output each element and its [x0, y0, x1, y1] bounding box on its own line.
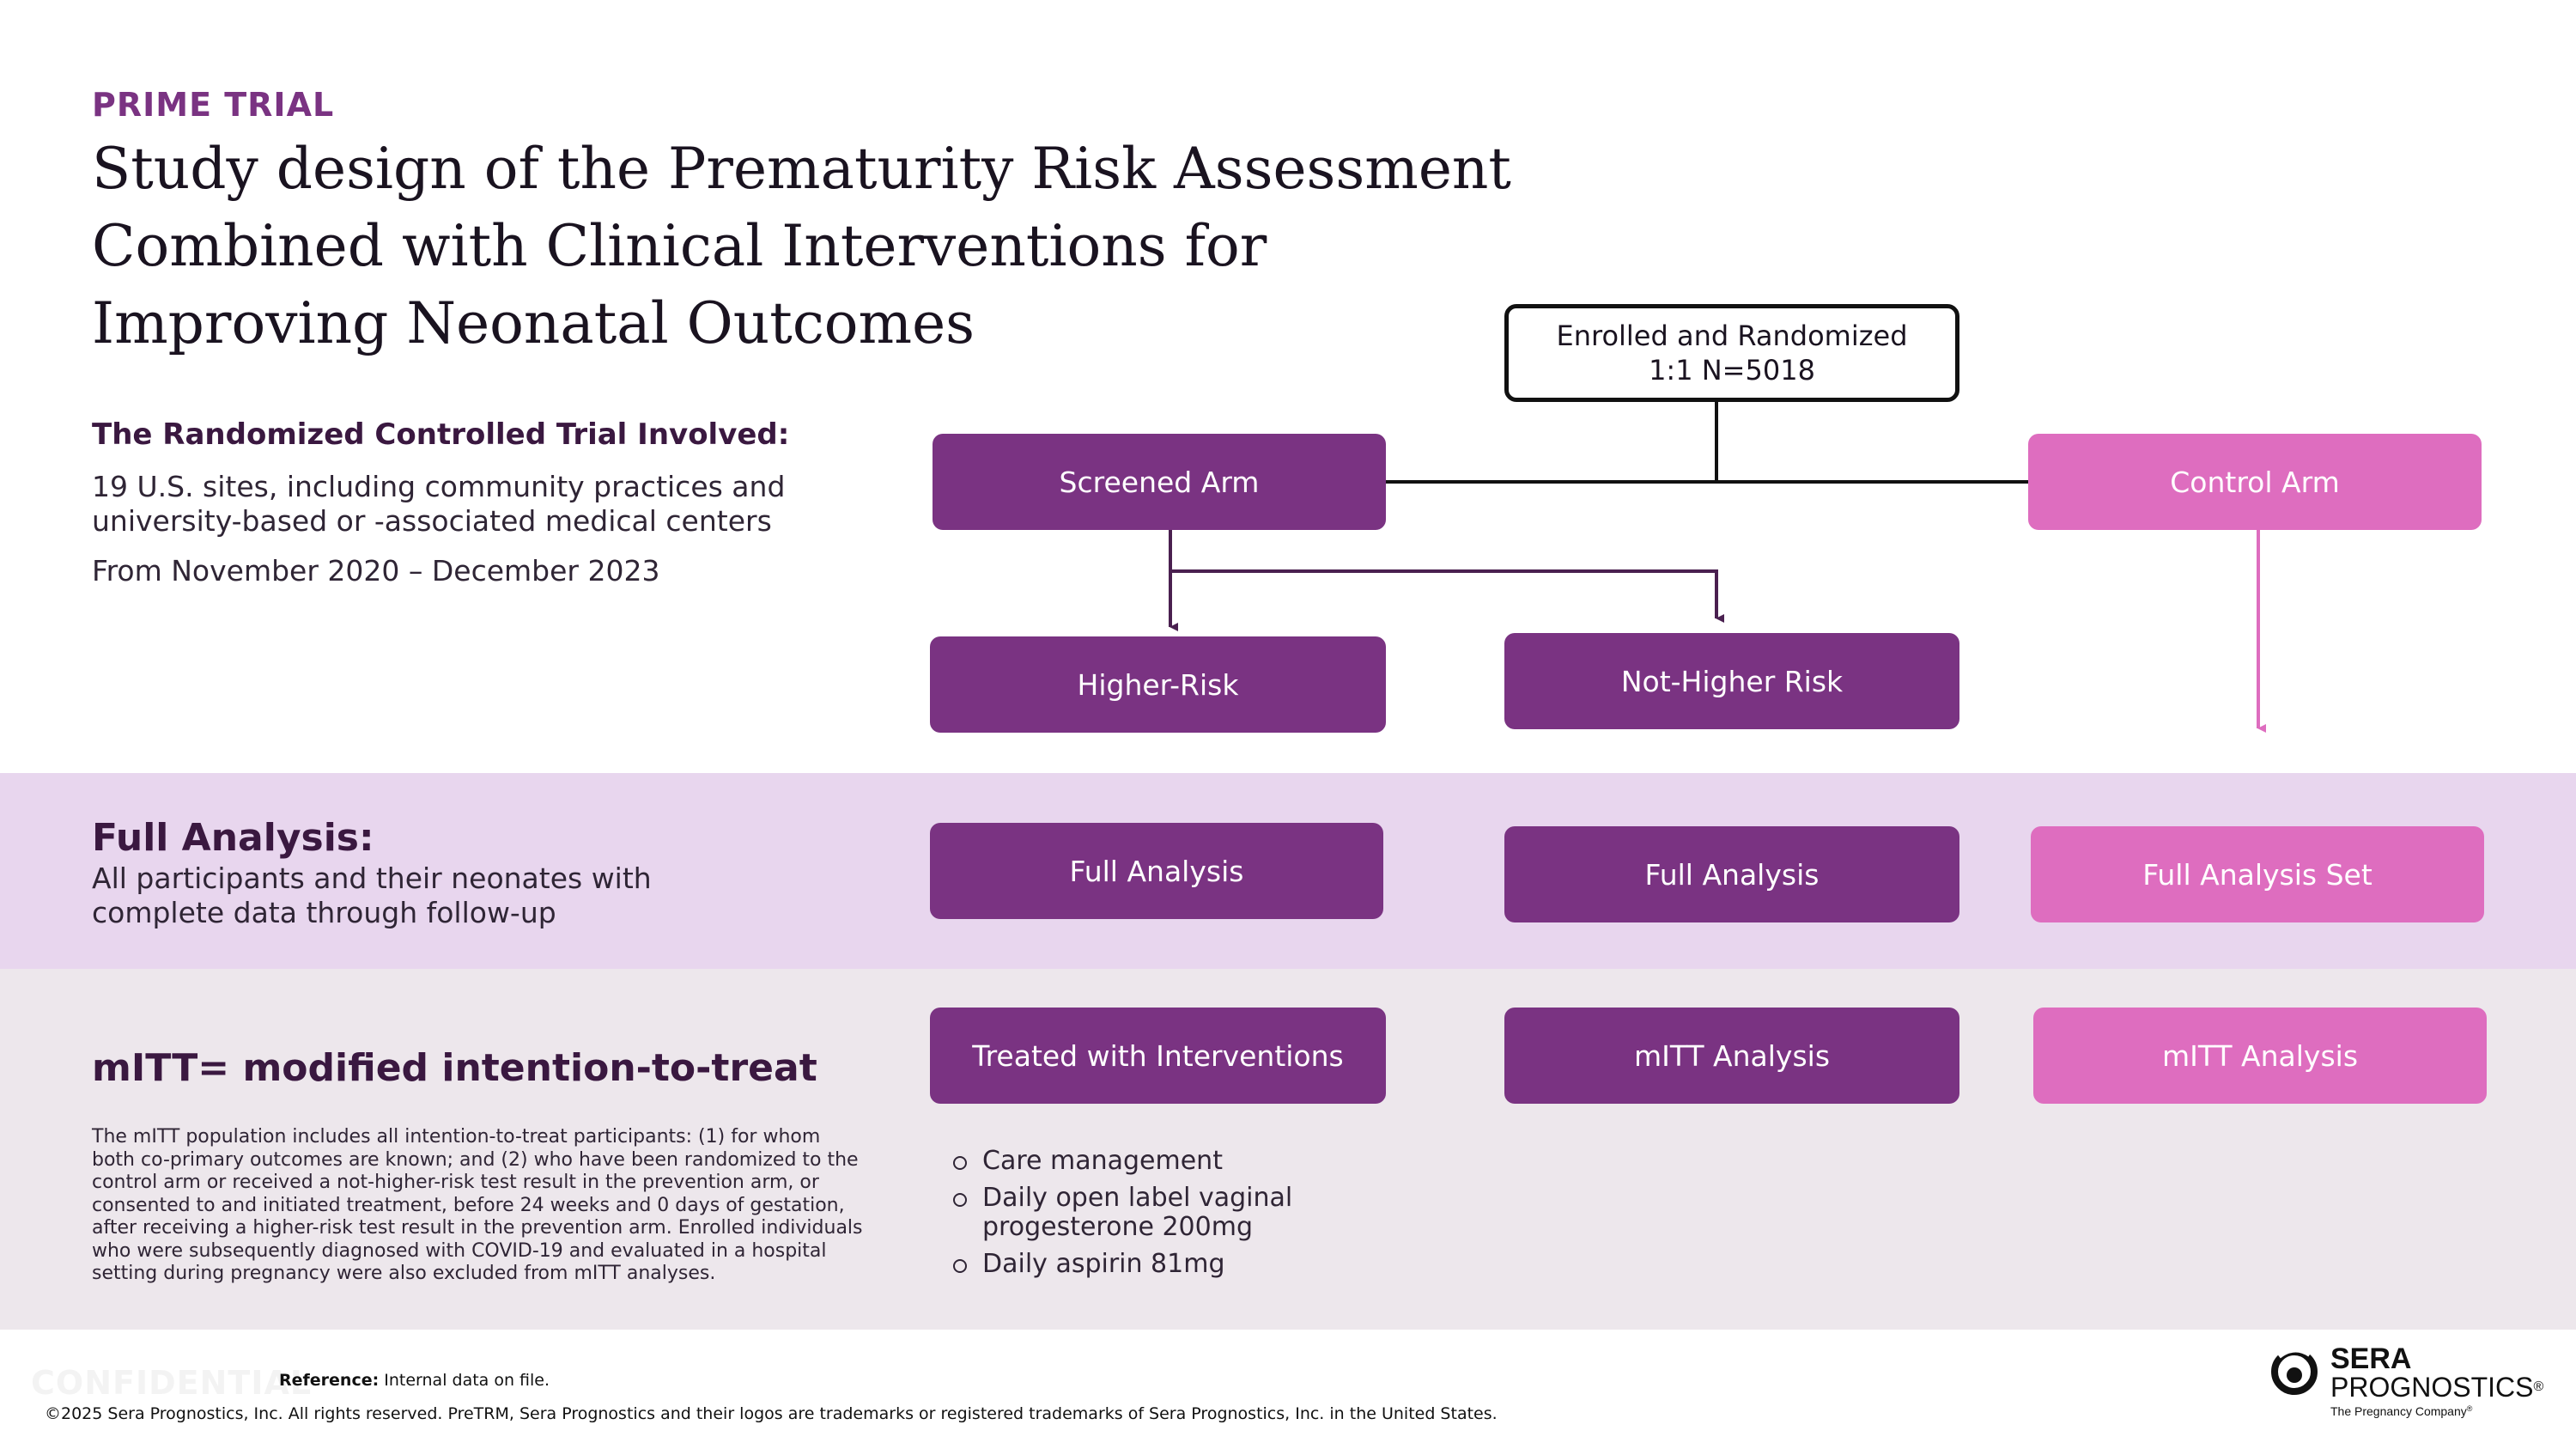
confidential-watermark: CONFIDENTIAL — [31, 1364, 313, 1402]
list-item: Care management — [953, 1147, 1434, 1176]
mitt-analysis-box: mITT Analysis — [1504, 1008, 1959, 1104]
mitt-description: The mITT population includes all intenti… — [92, 1126, 863, 1284]
interventions-list: Care management Daily open label vaginal… — [953, 1147, 1434, 1287]
logo-line1: SERA — [2330, 1342, 2412, 1375]
higher-risk-box: Higher-Risk — [930, 636, 1386, 733]
screened-arm-box: Screened Arm — [933, 434, 1386, 530]
trial-sites: 19 U.S. sites, including community pract… — [92, 470, 786, 538]
list-item: Daily open label vaginal progesterone 20… — [953, 1184, 1434, 1242]
trial-period: From November 2020 – December 2023 — [92, 554, 660, 588]
copyright-note: ©2025 Sera Prognostics, Inc. All rights … — [45, 1404, 1498, 1423]
enrolled-line2: 1:1 N=5018 — [1649, 354, 1815, 387]
logo-tagline-mark: ® — [2466, 1404, 2473, 1413]
reference-text: Internal data on file. — [384, 1371, 550, 1390]
sera-logo: SERA PROGNOSTICS® The Pregnancy Company® — [2267, 1344, 2559, 1422]
full-analysis-heading: Full Analysis: — [92, 816, 374, 860]
control-arm-box: Control Arm — [2028, 434, 2482, 530]
logo-tagline-wrap: The Pregnancy Company® — [2330, 1404, 2472, 1418]
mitt-heading: mITT= modified intention-to-treat — [92, 1046, 817, 1090]
connector-not-higher-risk — [1170, 569, 1724, 623]
full-analysis-set-box: Full Analysis Set — [2031, 826, 2484, 922]
full-analysis-screened-box: Full Analysis — [930, 823, 1383, 919]
trial-heading: The Randomized Controlled Trial Involved… — [92, 417, 790, 452]
mitt-analysis-control-box: mITT Analysis — [2033, 1008, 2487, 1104]
full-analysis-description: All participants and their neonates with… — [92, 861, 652, 929]
reference-label: Reference: — [279, 1371, 380, 1390]
page-title: Study design of the Prematurity Risk Ass… — [92, 136, 1511, 356]
treated-box: Treated with Interventions — [930, 1008, 1386, 1104]
logo-line2: PROGNOSTICS — [2330, 1372, 2534, 1403]
eyebrow-label: PRIME TRIAL — [92, 86, 335, 124]
enrolled-box: Enrolled and Randomized 1:1 N=5018 — [1504, 304, 1959, 402]
logo-registered: ® — [2533, 1379, 2544, 1394]
not-higher-risk-box: Not-Higher Risk — [1504, 633, 1959, 729]
enrolled-line1: Enrolled and Randomized — [1556, 320, 1908, 352]
logo-line2-wrap: PROGNOSTICS® — [2330, 1373, 2543, 1401]
reference-note: Reference: Internal data on file. — [279, 1371, 550, 1390]
logo-tagline: The Pregnancy Company — [2330, 1404, 2467, 1418]
sera-logo-mark-icon — [2271, 1347, 2318, 1395]
full-analysis-not-higher-box: Full Analysis — [1504, 826, 1959, 922]
list-item: Daily aspirin 81mg — [953, 1250, 1434, 1279]
